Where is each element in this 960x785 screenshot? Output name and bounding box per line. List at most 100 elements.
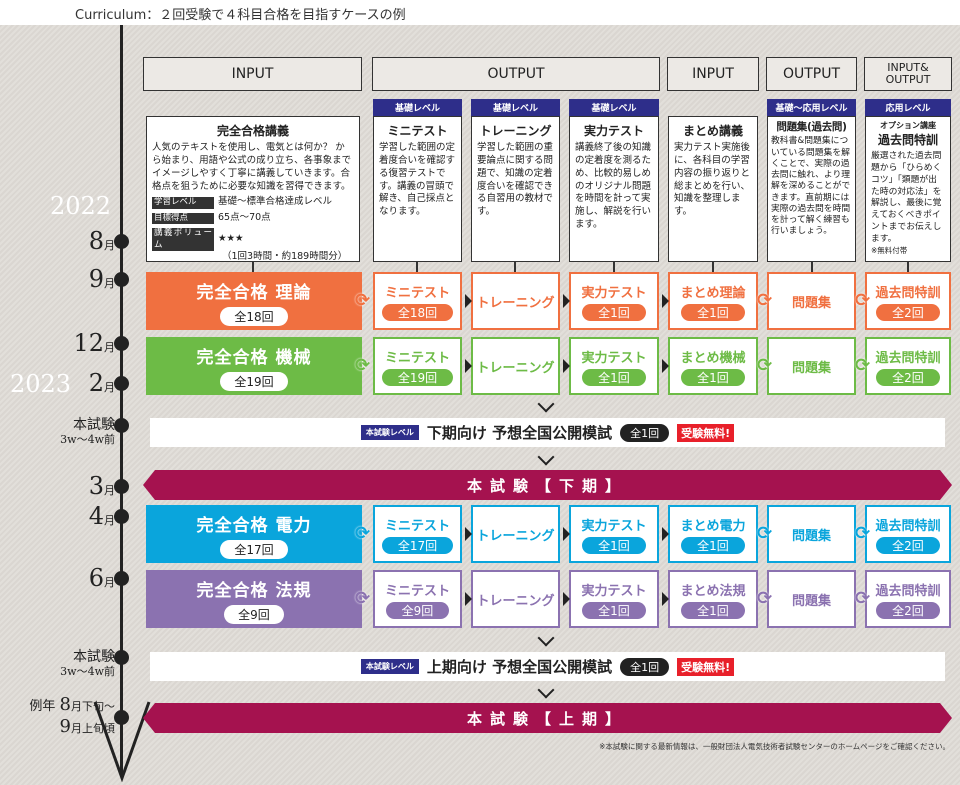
- step-cell: 過去問特訓全2回: [865, 505, 951, 563]
- chevron-down-icon: [537, 402, 555, 412]
- cycle-icon: ⟳: [855, 290, 871, 311]
- step-cell: まとめ法規全1回: [668, 570, 758, 628]
- subject-name: 完全合格 電力: [196, 516, 312, 536]
- step-cell: ミニテスト全17回: [373, 505, 462, 563]
- subject-name: 完全合格 法規: [196, 581, 312, 601]
- subject-block: 完全合格 機械全19回: [146, 337, 362, 395]
- step-name: 過去問特訓: [875, 518, 941, 534]
- step-name: ミニテスト: [384, 583, 450, 599]
- step-count: 全2回: [876, 368, 940, 386]
- subject-block: 完全合格 法規全9回: [146, 570, 362, 628]
- step-name: 問題集: [791, 593, 831, 609]
- arrow-right-icon: [563, 592, 570, 606]
- exam-banner-shimoki: 本試験【下期】: [143, 470, 952, 500]
- mock-exam-2: 本試験レベル上期向け 予想全国公開模試全1回受験無料!: [150, 652, 945, 681]
- session-count: 全17回: [220, 540, 288, 559]
- step-name: ミニテスト: [384, 350, 450, 366]
- session-count: 全9回: [224, 605, 284, 624]
- step-name: トレーニング: [476, 360, 555, 376]
- timeline-dot: [114, 272, 129, 287]
- step-cell: 過去問特訓全2回: [865, 337, 951, 395]
- arrow-right-icon: [465, 592, 472, 606]
- step-name: 過去問特訓: [875, 350, 941, 366]
- level-tag: 基礎レベル: [471, 99, 560, 116]
- connector: [514, 262, 516, 272]
- step-cell: 問題集: [767, 272, 856, 330]
- connector: [252, 262, 254, 272]
- step-name: ミニテスト: [384, 518, 450, 534]
- label-apr: 4月: [88, 502, 115, 530]
- step-cell: 実力テスト全1回: [569, 570, 659, 628]
- cycle-icon: ⟳: [757, 290, 773, 311]
- step-count: 全1回: [582, 368, 646, 386]
- timeline-dot: [114, 376, 129, 391]
- step-count: 全1回: [681, 368, 745, 386]
- arrow-right-icon: [465, 359, 472, 373]
- desc-jitsuryoku-test: 実力テスト講義終了後の知識の定着度を測るため、比較的易しめのオリジナル問題を時間…: [569, 116, 659, 262]
- timeline-dot: [114, 509, 129, 524]
- desc-kakomon: オプション講座過去問特訓厳選された過去問題から「ひらめくコツ」「類題が出た時の対…: [865, 116, 951, 262]
- arrow-right-icon: [662, 527, 669, 541]
- mock-exam-1: 本試験レベル下期向け 予想全国公開模試全1回受験無料!: [150, 418, 945, 447]
- header-output: OUTPUT: [372, 57, 660, 91]
- step-name: トレーニング: [476, 295, 555, 311]
- level-tag: 応用レベル: [865, 99, 951, 116]
- cycle-icon: ⟳: [355, 290, 371, 311]
- step-name: 実力テスト: [581, 518, 647, 534]
- desc-mondai: 問題集(過去問)教科書&問題集についている問題集を解くことで、実際の過去問に触れ…: [767, 116, 856, 262]
- step-count: 全1回: [681, 536, 745, 554]
- level-tag: 基礎～応用レベル: [767, 99, 856, 116]
- step-cell: ミニテスト全19回: [373, 337, 462, 395]
- arrow-right-icon: [563, 527, 570, 541]
- step-count: 全1回: [681, 303, 745, 321]
- step-name: まとめ電力: [680, 518, 746, 534]
- desc-lecture: 完全合格講義 人気のテキストを使用し、電気とは何か？ から始まり、用語や公式の成…: [146, 116, 360, 262]
- step-count: 全18回: [381, 303, 454, 321]
- step-cell: 実力テスト全1回: [569, 272, 659, 330]
- timeline-dot: [114, 479, 129, 494]
- cycle-icon: ⟳: [855, 355, 871, 376]
- step-name: トレーニング: [476, 528, 555, 544]
- step-name: 過去問特訓: [875, 583, 941, 599]
- step-name: ミニテスト: [384, 285, 450, 301]
- step-cell: 実力テスト全1回: [569, 505, 659, 563]
- footnote: ※本試験に関する最新情報は、一般財団法人電気技術者試験センターのホームページをご…: [599, 742, 950, 751]
- label-mar: 3月: [88, 472, 115, 500]
- step-name: トレーニング: [476, 593, 555, 609]
- page-title: Curriculum：２回受験で４科目合格を目指すケースの例: [75, 8, 406, 23]
- level-tag: 基礎レベル: [569, 99, 659, 116]
- cycle-icon: ⟳: [855, 523, 871, 544]
- step-cell: トレーニング: [471, 272, 560, 330]
- step-name: 過去問特訓: [875, 285, 941, 301]
- step-cell: まとめ電力全1回: [668, 505, 758, 563]
- step-name: 問題集: [791, 360, 831, 376]
- session-count: 全18回: [220, 307, 288, 326]
- cycle-icon: ⟳: [757, 523, 773, 544]
- timeline-dot: [114, 234, 129, 249]
- subject-block: 完全合格 理論全18回: [146, 272, 362, 330]
- chevron-down-icon: [537, 455, 555, 465]
- chevron-down-icon: [537, 688, 555, 698]
- year-2023: 2023: [10, 370, 72, 398]
- header-input: INPUT: [143, 57, 362, 91]
- step-cell: ミニテスト全9回: [373, 570, 462, 628]
- cycle-icon: ⟳: [855, 588, 871, 609]
- timeline-line: [120, 25, 123, 777]
- arrow-right-icon: [563, 359, 570, 373]
- step-name: まとめ機械: [680, 350, 746, 366]
- level-tag: 基礎レベル: [373, 99, 462, 116]
- step-cell: 過去問特訓全2回: [865, 570, 951, 628]
- timeline-dot: [114, 418, 129, 433]
- header-input-2: INPUT: [667, 57, 759, 91]
- step-cell: 過去問特訓全2回: [865, 272, 951, 330]
- label-aug: 8月: [88, 227, 115, 255]
- step-cell: トレーニング: [471, 505, 560, 563]
- connector: [811, 262, 813, 272]
- step-cell: 問題集: [767, 505, 856, 563]
- step-name: 実力テスト: [581, 285, 647, 301]
- step-cell: ミニテスト全18回: [373, 272, 462, 330]
- connector: [907, 262, 909, 272]
- exam-banner-kamiki: 本試験【上期】: [143, 703, 952, 733]
